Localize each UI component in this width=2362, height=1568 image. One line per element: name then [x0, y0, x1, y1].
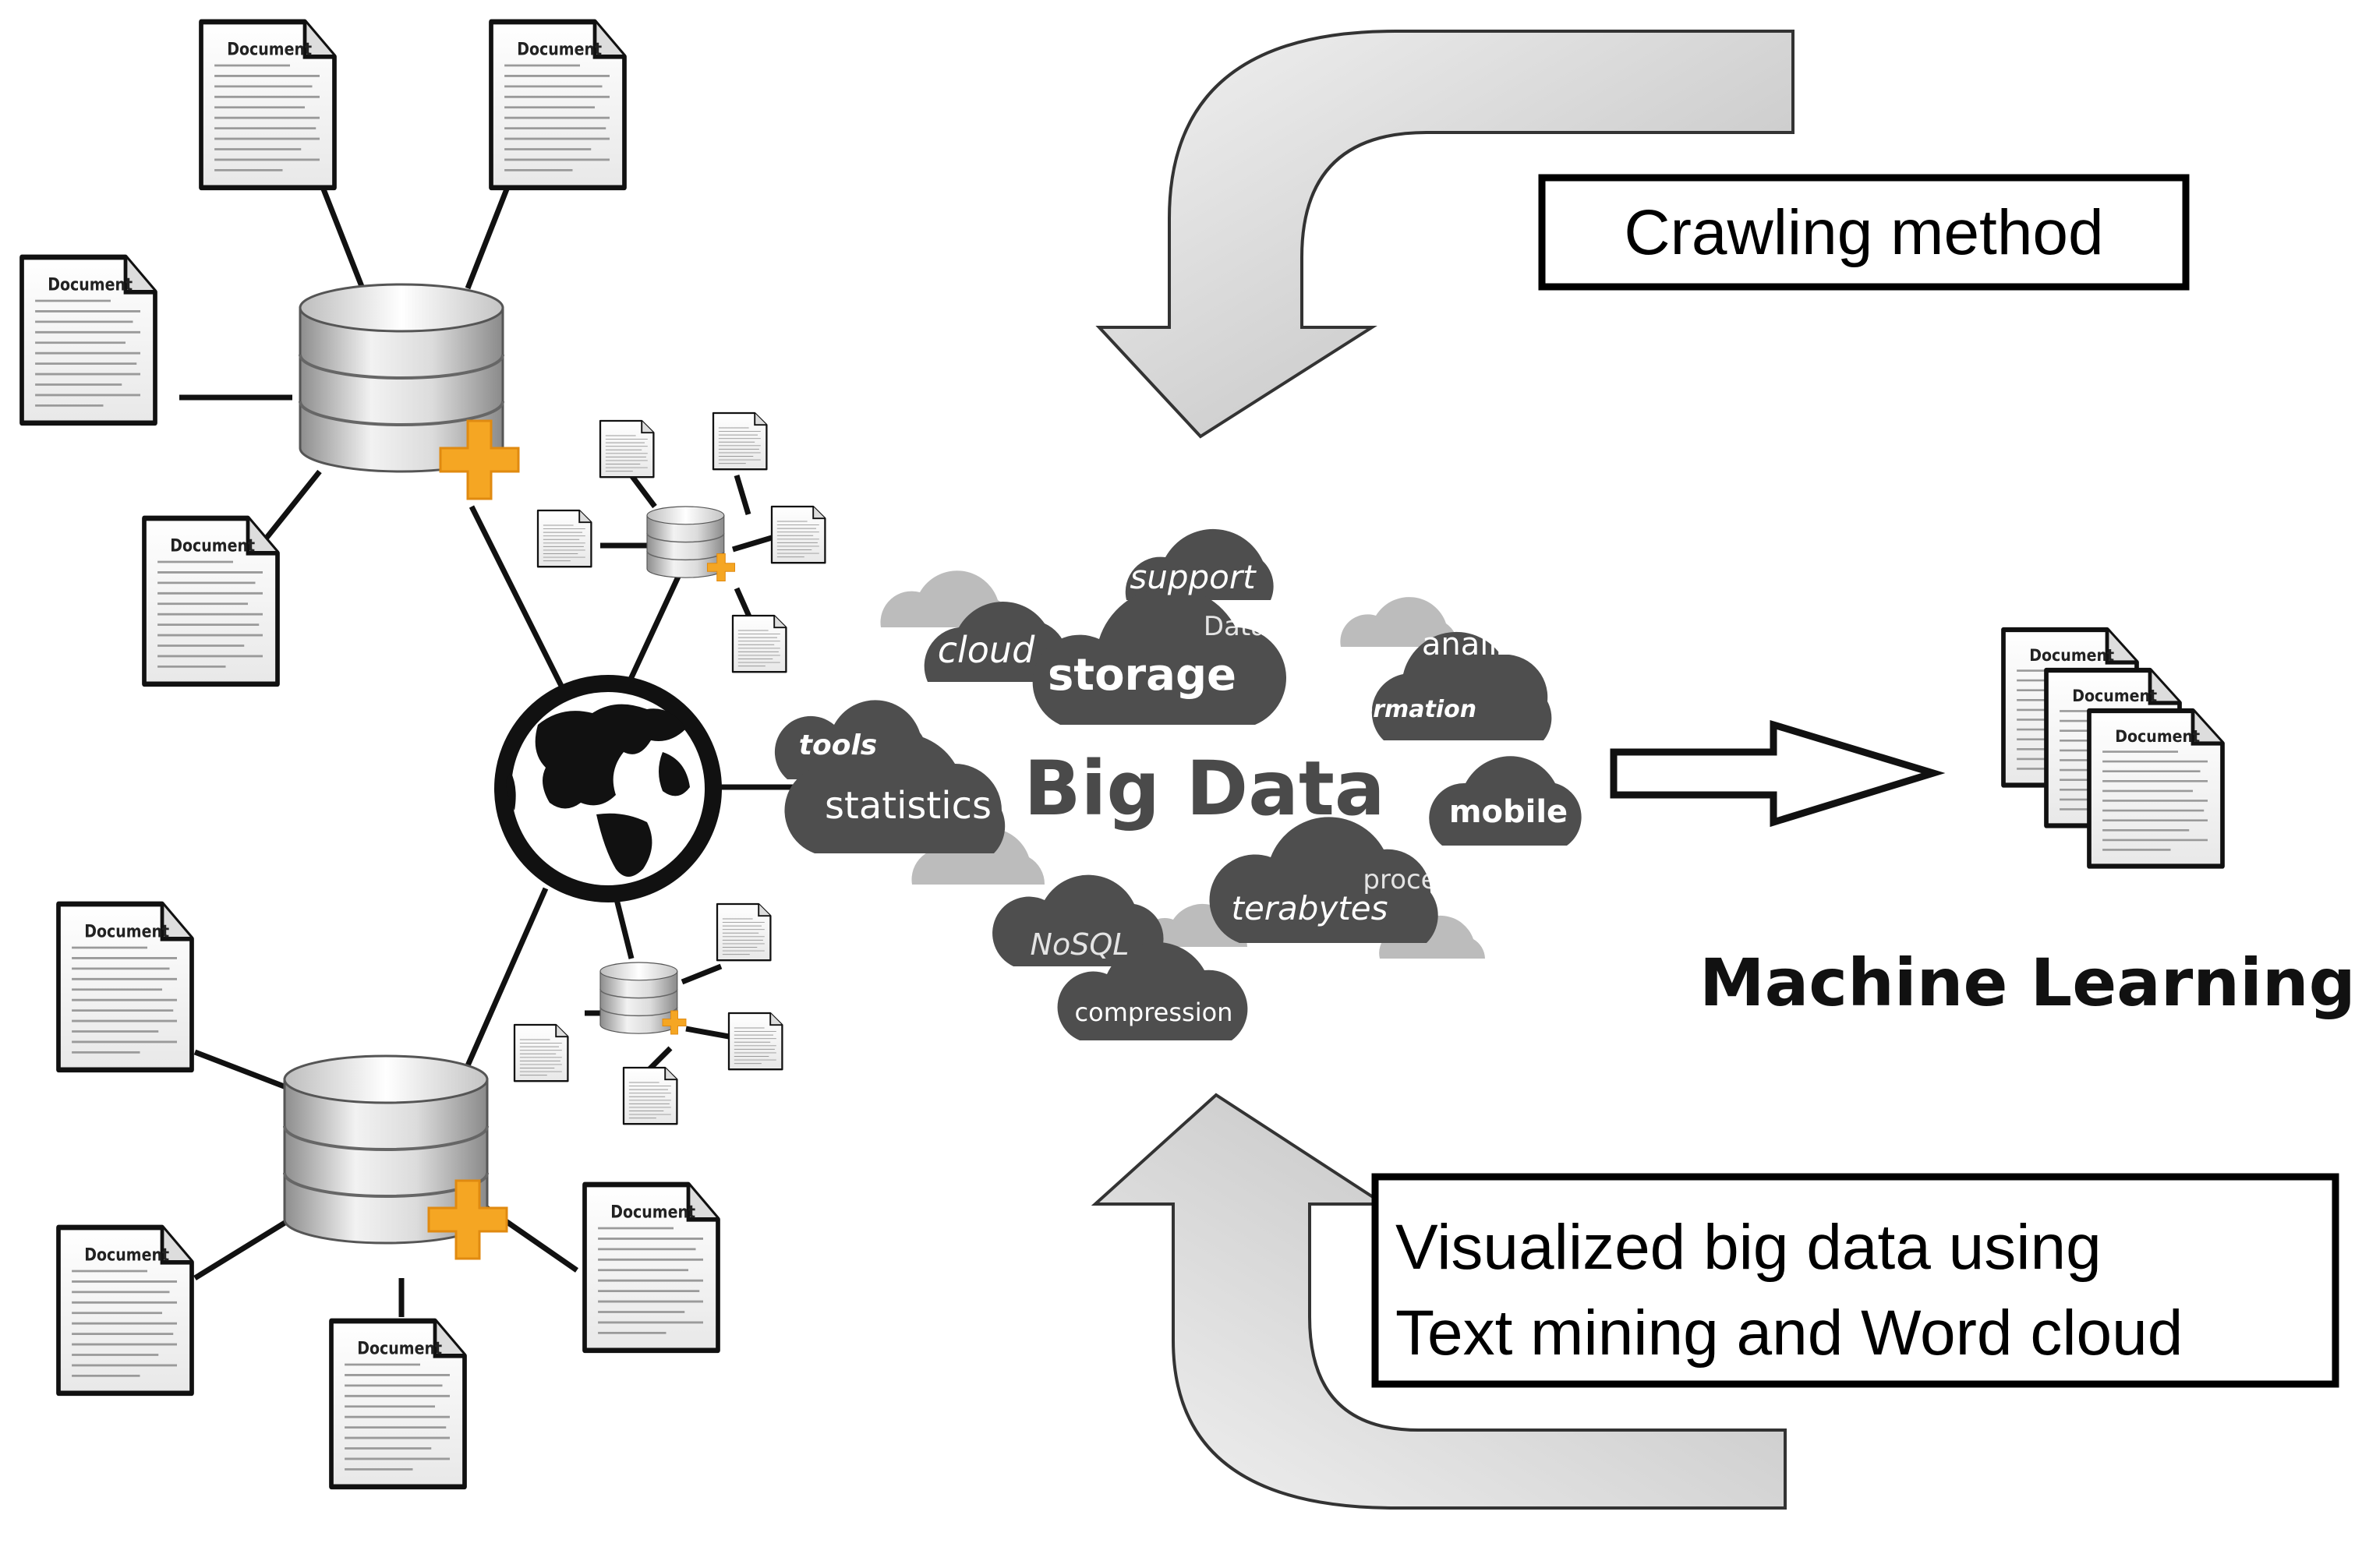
document-icon: Document: [331, 1321, 465, 1487]
word-statistics: statistics: [825, 784, 992, 828]
word-nosql: NoSQL: [1031, 927, 1130, 962]
word-information: information: [1322, 696, 1476, 723]
document-icon: [731, 614, 787, 673]
globe-icon: [494, 675, 722, 902]
document-icon: [536, 509, 592, 568]
svg-text:Document: Document: [357, 1338, 442, 1358]
visualized-label: Visualized big data using Text mining an…: [1371, 1173, 2339, 1388]
word-database: Database: [1204, 611, 1330, 642]
document-icon: [622, 1066, 678, 1125]
svg-text:Document: Document: [517, 39, 602, 59]
word-big-data: Big Data: [1024, 745, 1384, 832]
svg-text:Document: Document: [84, 921, 169, 941]
document-icon: [513, 1023, 569, 1082]
word-cloud: cloud: [938, 629, 1035, 671]
document-icon: Document: [22, 257, 155, 423]
word-cloud: support Database cloud storage analize i…: [774, 528, 1582, 1040]
document-icon: Document: [585, 1185, 718, 1351]
curved-arrow-up: [1091, 1093, 1787, 1510]
document-icon: [716, 902, 772, 962]
word-compression: compression: [1075, 998, 1233, 1027]
word-processing: processing: [1363, 864, 1505, 895]
document-icon: [599, 419, 655, 479]
word-analize: analize: [1422, 627, 1533, 662]
document-icon: Document: [201, 22, 334, 188]
document-stack: Document Document Document: [2003, 630, 2222, 867]
word-support: support: [1130, 558, 1257, 596]
document-icon: [712, 411, 768, 471]
word-storage: storage: [1048, 650, 1236, 701]
document-icon: Document: [58, 904, 192, 1070]
machine-learning-text: Machine Learning: [1699, 945, 2356, 1021]
visualized-text-line2: Text mining and Word cloud: [1395, 1298, 2183, 1368]
crawling-method-text: Crawling method: [1624, 197, 2103, 268]
curved-arrow-down: [1095, 30, 1794, 439]
svg-text:Document: Document: [84, 1245, 169, 1265]
document-icon: [727, 1012, 783, 1071]
word-mobile: mobile: [1449, 794, 1568, 830]
document-icon: Document: [58, 1227, 192, 1393]
document-icon: Document: [2003, 630, 2137, 786]
cloud-shape-dark: [774, 528, 1582, 1040]
visualized-text-line1: Visualized big data using: [1395, 1212, 2102, 1283]
document-icon: Document: [491, 22, 624, 188]
word-terabytes: terabytes: [1231, 889, 1388, 927]
svg-text:Document: Document: [2072, 686, 2157, 705]
right-arrow: [1610, 719, 1946, 828]
document-icon: Document: [2046, 670, 2180, 826]
svg-text:Document: Document: [48, 274, 133, 295]
crawling-method-label: Crawling method: [1538, 174, 2190, 291]
svg-text:Document: Document: [610, 1202, 695, 1222]
svg-text:Document: Document: [227, 39, 312, 59]
document-icon: Document: [2089, 711, 2222, 867]
svg-text:Document: Document: [2029, 645, 2114, 665]
svg-text:Document: Document: [2115, 726, 2200, 746]
svg-text:Document: Document: [170, 535, 255, 556]
document-icon: [770, 505, 826, 564]
document-icon: Document: [144, 518, 278, 684]
word-tools: tools: [799, 729, 877, 761]
